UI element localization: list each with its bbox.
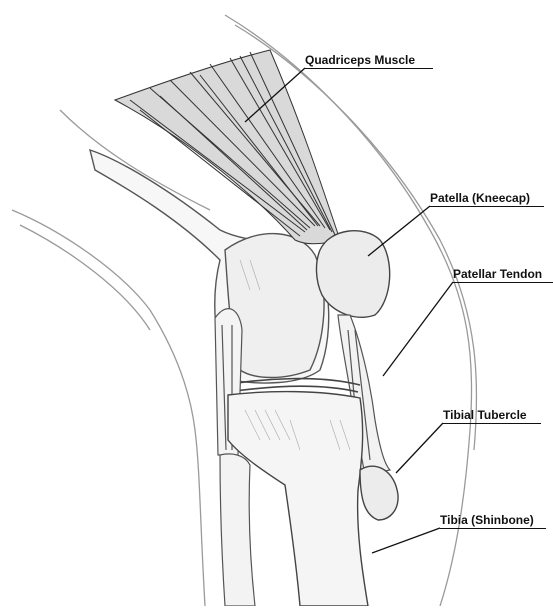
underline-patellar-tendon bbox=[453, 282, 553, 283]
quadriceps-muscle bbox=[115, 50, 340, 244]
label-patella: Patella (Kneecap) bbox=[430, 191, 530, 205]
label-tibial-tubercle: Tibial Tubercle bbox=[443, 408, 527, 422]
label-tibia: Tibia (Shinbone) bbox=[440, 513, 534, 527]
leader-tibial-tubercle bbox=[396, 423, 443, 473]
leader-tibia bbox=[372, 528, 440, 553]
underline-patella bbox=[430, 206, 544, 207]
leader-patella bbox=[368, 206, 430, 256]
underline-quadriceps bbox=[305, 68, 433, 69]
underline-tibial-tubercle bbox=[443, 423, 541, 424]
leader-patellar-tendon bbox=[383, 282, 453, 376]
label-patellar-tendon: Patellar Tendon bbox=[453, 267, 542, 281]
label-quadriceps-muscle: Quadriceps Muscle bbox=[305, 53, 415, 67]
fibula-bone bbox=[220, 454, 255, 606]
underline-tibia bbox=[440, 528, 546, 529]
